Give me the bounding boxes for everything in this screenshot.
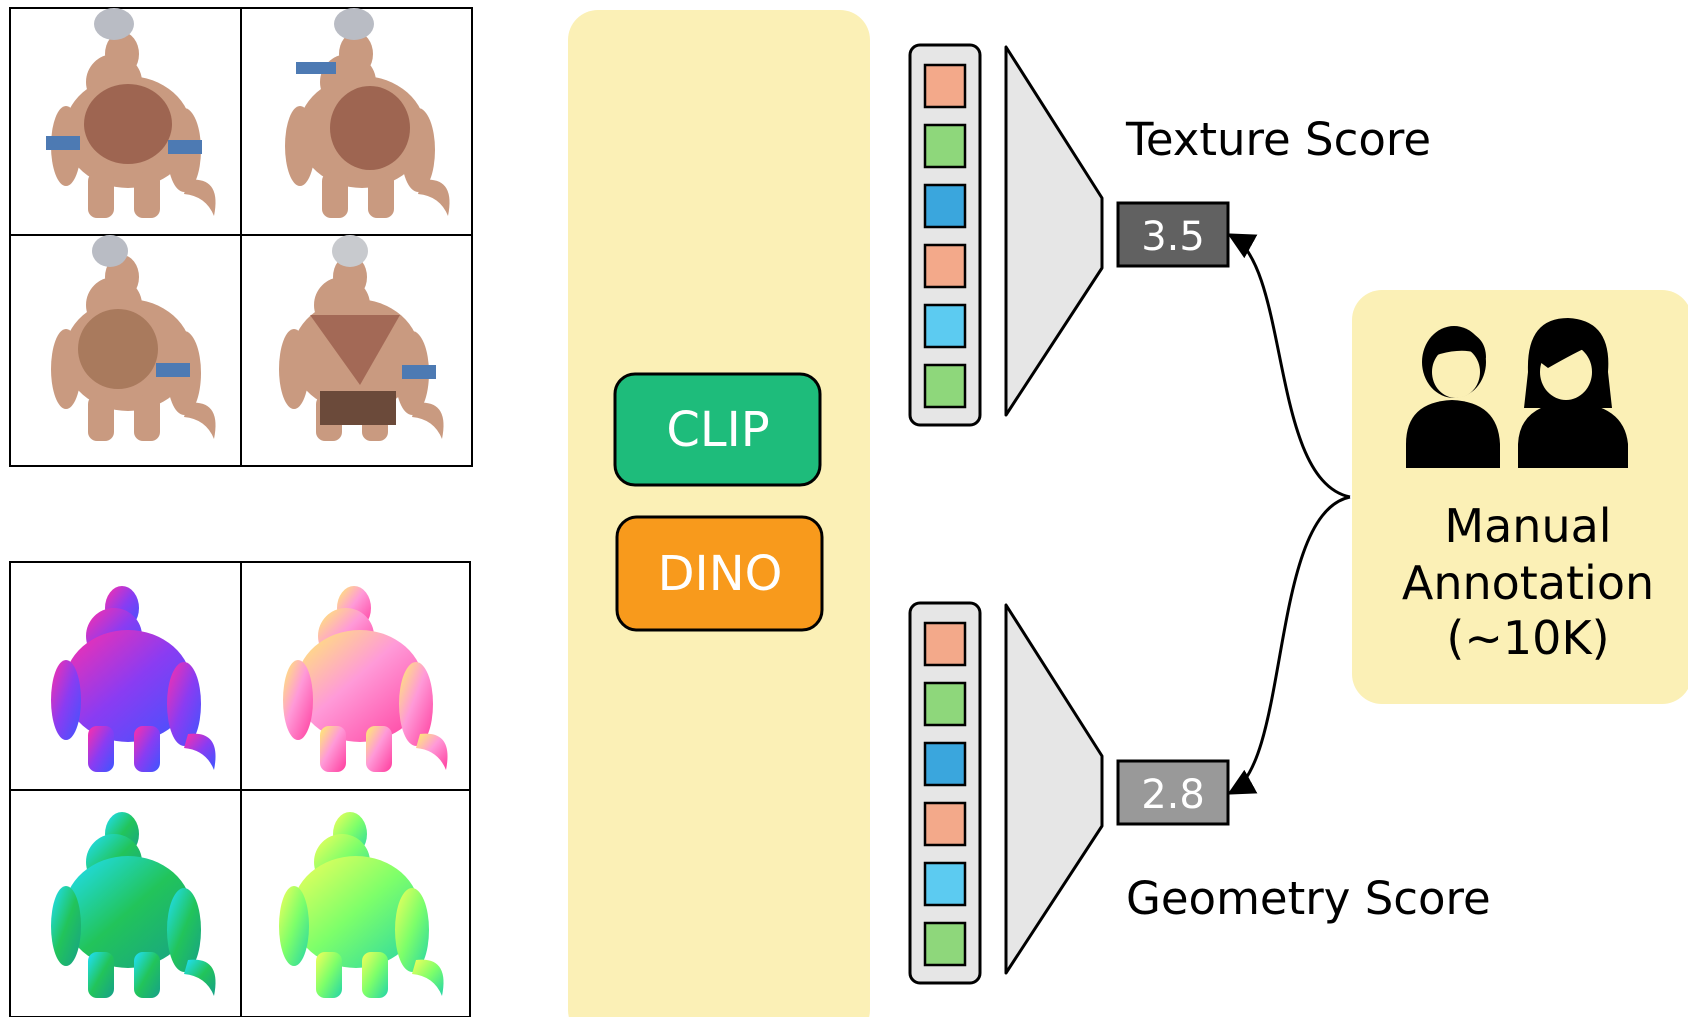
geometry-token-3	[923, 741, 967, 787]
annotation-line-3: (~10K)	[1446, 611, 1609, 665]
texture-score-box: 3.5	[1116, 201, 1230, 268]
geometry-token-1	[923, 621, 967, 667]
encoder-panel	[568, 10, 870, 1017]
geometry-score-head	[1004, 603, 1104, 975]
texture-score-value: 3.5	[1141, 214, 1205, 260]
geometry-token-5	[923, 861, 967, 907]
people-icon	[1406, 318, 1628, 468]
geometry-annotation-arrow	[1227, 495, 1351, 795]
texture-score-title: Texture Score	[1125, 113, 1431, 166]
texture-render-grid	[9, 7, 473, 467]
geometry-render-grid	[9, 561, 471, 1017]
dino-button: DINO	[615, 515, 824, 632]
clip-label: CLIP	[666, 402, 769, 458]
geometry-score-title: Geometry Score	[1126, 872, 1491, 925]
annotation-line-1: Manual	[1444, 499, 1611, 553]
render-side-view	[285, 8, 450, 218]
texture-score-head	[1004, 45, 1104, 417]
geometry-token-6	[923, 921, 967, 967]
geometry-feature-tokens	[908, 601, 982, 985]
texture-token-2	[923, 123, 967, 169]
texture-token-5	[923, 303, 967, 349]
geometry-token-2	[923, 681, 967, 727]
geometry-token-4	[923, 801, 967, 847]
texture-feature-tokens	[908, 43, 982, 427]
clip-button: CLIP	[613, 372, 822, 487]
geometry-score-value: 2.8	[1141, 772, 1205, 818]
texture-token-1	[923, 63, 967, 109]
annotation-line-2: Annotation	[1402, 556, 1654, 610]
render-three-quarter-view	[51, 235, 216, 441]
geometry-score-box: 2.8	[1116, 759, 1230, 826]
texture-annotation-arrow	[1227, 233, 1351, 499]
render-back-view	[279, 235, 444, 441]
texture-token-4	[923, 243, 967, 289]
render-front-view	[46, 8, 216, 218]
texture-token-6	[923, 363, 967, 409]
texture-token-3	[923, 183, 967, 229]
dino-label: DINO	[658, 546, 783, 602]
